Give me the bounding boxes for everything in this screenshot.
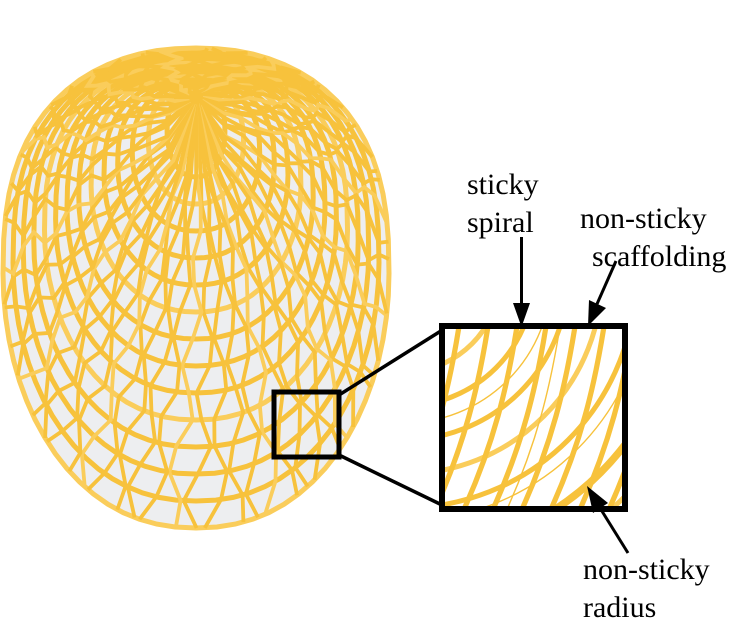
web-hub bbox=[189, 90, 203, 104]
sticky-spiral-arrow bbox=[513, 237, 530, 327]
label-line: sticky bbox=[467, 168, 539, 201]
non-sticky-radius-label: non-sticky radius bbox=[583, 551, 710, 627]
zoom-detail-box bbox=[439, 323, 628, 512]
non-sticky-radius-arrow bbox=[587, 486, 630, 554]
orb-web bbox=[0, 45, 392, 531]
radial-threads bbox=[2, 46, 390, 529]
label-line: non-sticky bbox=[580, 202, 707, 235]
zoom-region-outline bbox=[271, 389, 342, 460]
zoom-connector-line-top bbox=[338, 327, 445, 397]
label-line: radius bbox=[583, 591, 657, 624]
label-line: non-sticky bbox=[583, 553, 710, 586]
sticky-spiral-label: sticky spiral bbox=[467, 166, 539, 242]
zoom-connector-line-bottom bbox=[338, 453, 445, 508]
label-line: spiral bbox=[467, 206, 534, 239]
label-line: scaffolding bbox=[592, 240, 727, 273]
non-sticky-scaffolding-arrow bbox=[588, 260, 618, 326]
non-sticky-scaffolding-label: non-sticky scaffolding bbox=[580, 200, 726, 276]
magnified-web-mesh bbox=[445, 329, 622, 506]
arrowhead-icon bbox=[588, 300, 606, 326]
arrowhead-icon bbox=[587, 486, 608, 513]
arrowhead-icon bbox=[513, 303, 530, 327]
